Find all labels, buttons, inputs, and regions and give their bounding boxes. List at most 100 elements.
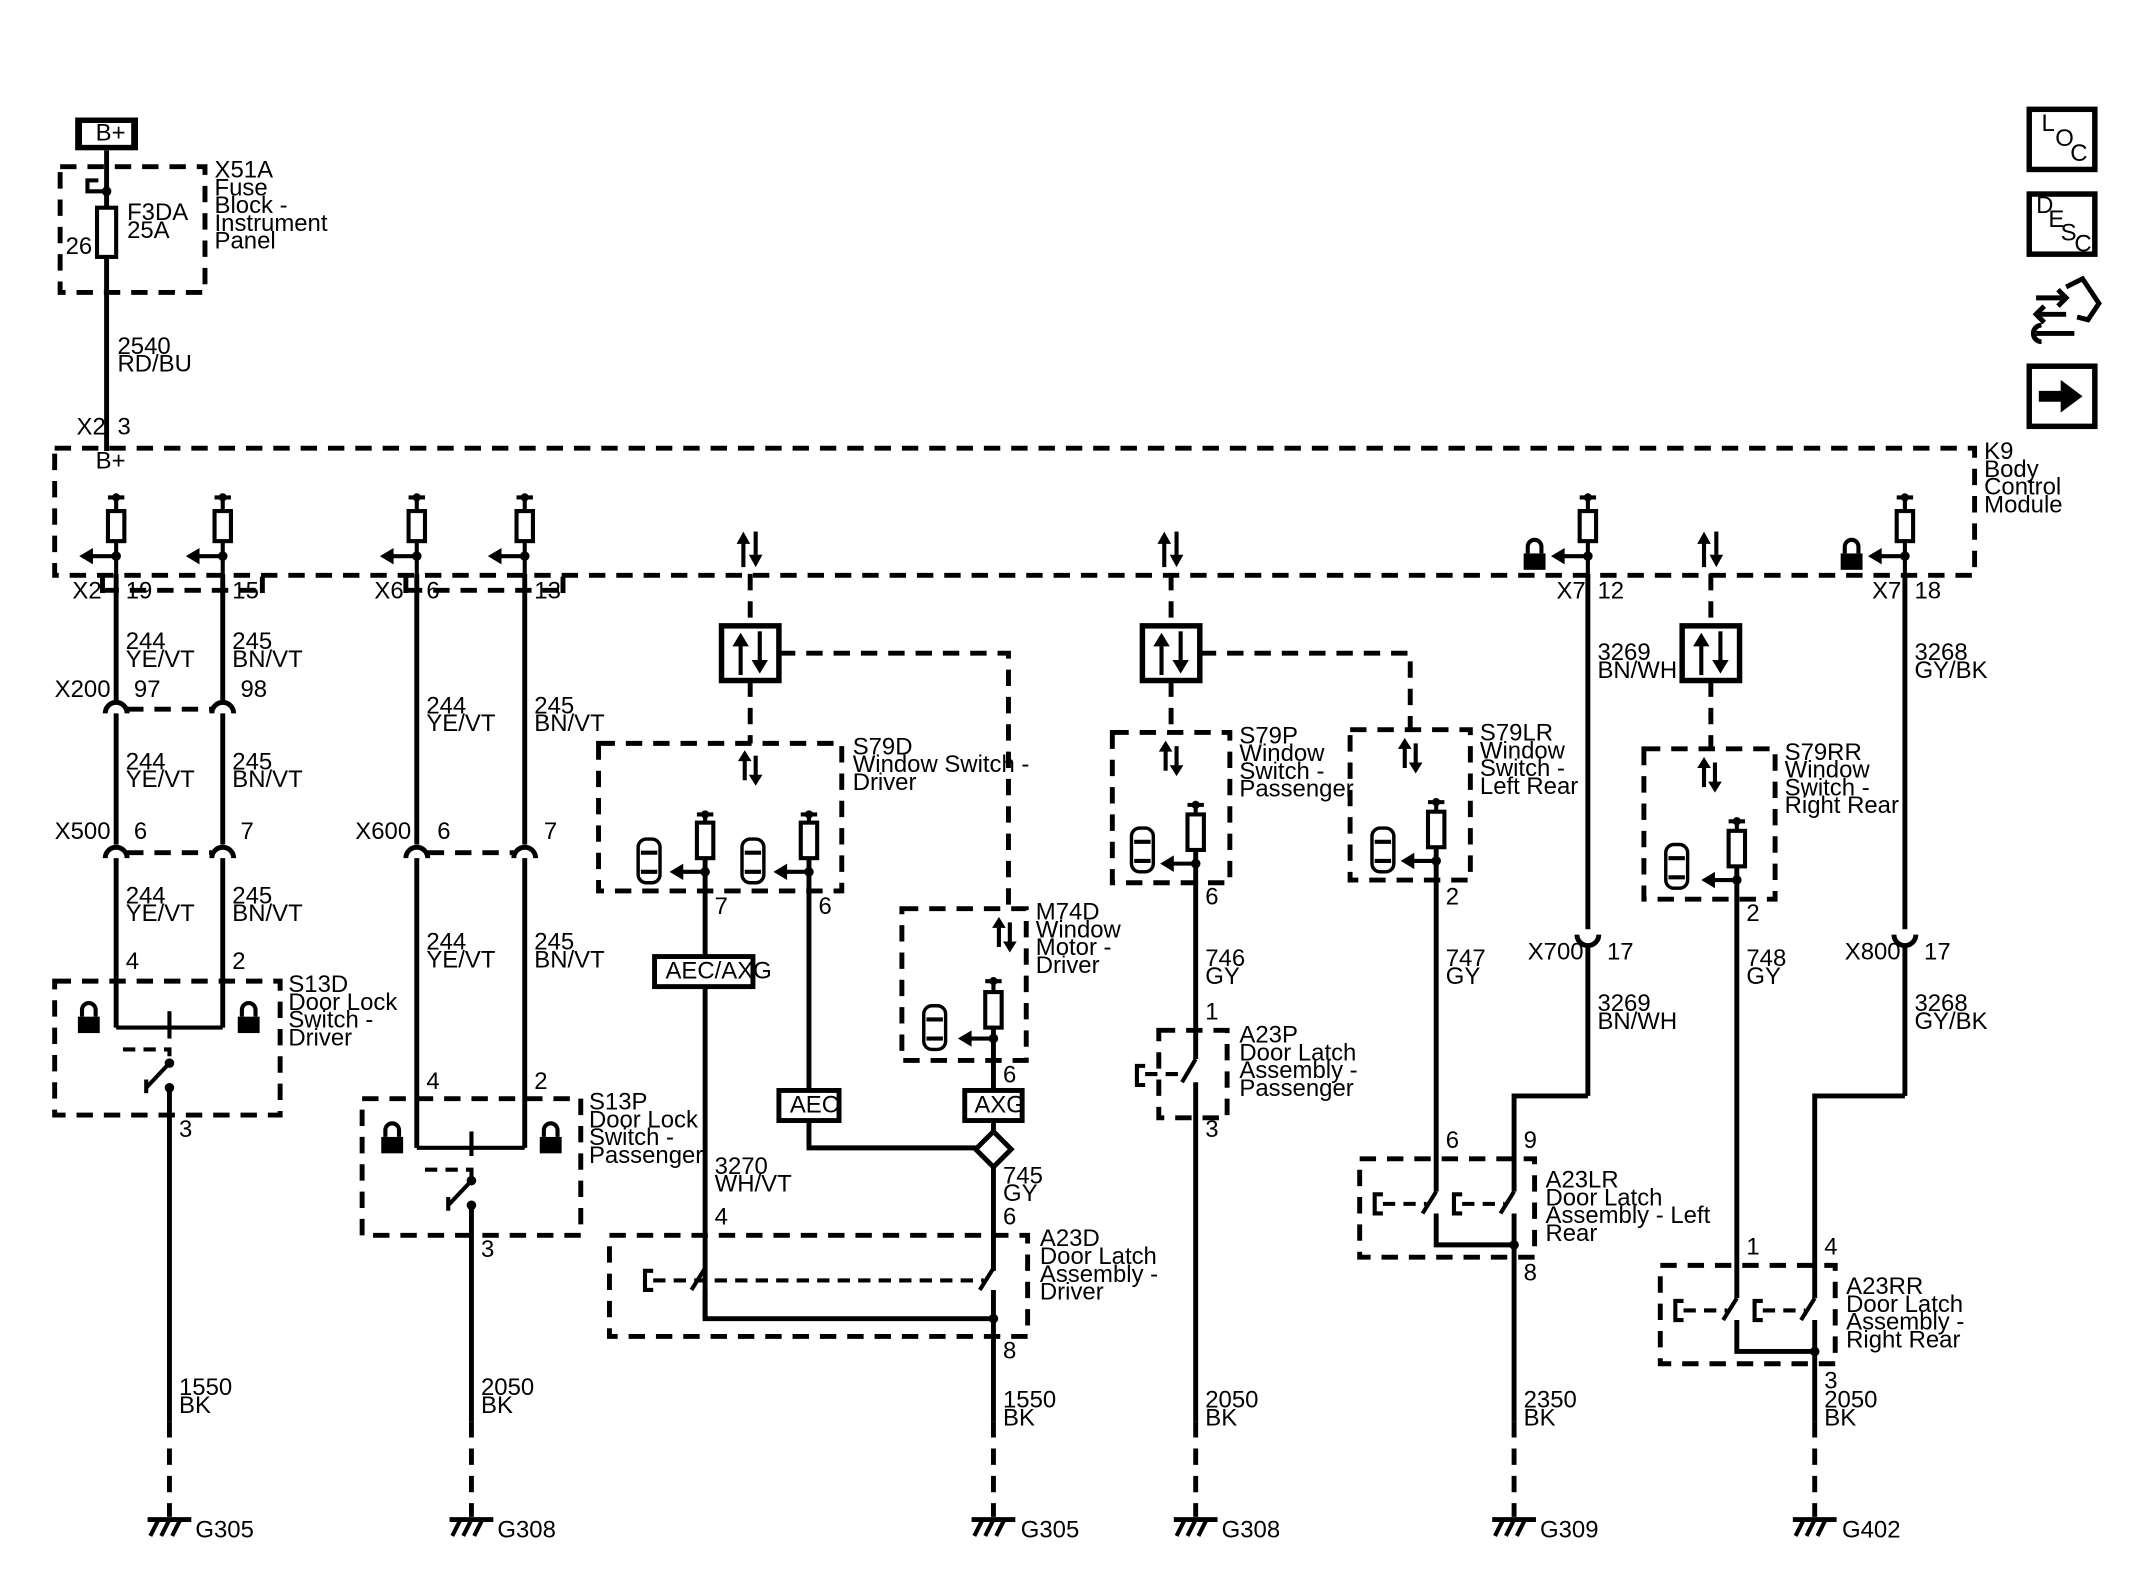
- svg-text:Switch -: Switch -: [1480, 755, 1565, 782]
- svg-text:Assembly -: Assembly -: [1846, 1309, 1964, 1336]
- loc-button[interactable]: L O C: [2026, 106, 2098, 173]
- svg-text:8: 8: [1003, 1337, 1016, 1364]
- serial-data-icon: [737, 750, 763, 786]
- car-window-icon: [636, 837, 662, 885]
- svg-text:Assembly - Left: Assembly - Left: [1546, 1202, 1711, 1229]
- svg-text:6: 6: [1003, 1061, 1016, 1088]
- next-page-button[interactable]: [2026, 363, 2098, 430]
- svg-text:3: 3: [1824, 1367, 1837, 1394]
- feed-wire-color: RD/BU: [118, 351, 192, 378]
- svg-text:Door Latch: Door Latch: [1040, 1243, 1157, 1270]
- s79p-title: S79P Window Switch - Passenger: [1239, 722, 1353, 802]
- svg-text:Right Rear: Right Rear: [1846, 1326, 1960, 1353]
- svg-text:YE/VT: YE/VT: [426, 946, 495, 973]
- bcm-x2-pin-a: 19: [126, 578, 153, 605]
- svg-text:2: 2: [1746, 900, 1759, 927]
- svg-text:244: 244: [426, 692, 466, 719]
- m74d-title: M74D Window Motor - Driver: [1036, 899, 1122, 979]
- svg-text:S79D: S79D: [853, 733, 913, 760]
- bcm-connector: X2: [77, 414, 106, 441]
- desc-button[interactable]: D E S C: [2026, 191, 2098, 257]
- serial-data-icon: [1157, 531, 1184, 568]
- svg-text:S: S: [2061, 220, 2077, 247]
- svg-text:GY: GY: [1003, 1180, 1038, 1207]
- a23rr-title: A23RR Door Latch Assembly - Right Rear: [1846, 1273, 1964, 1353]
- svg-text:Window: Window: [1239, 740, 1325, 767]
- serial-data-icon: [736, 531, 763, 568]
- svg-text:Door Lock: Door Lock: [589, 1106, 698, 1133]
- svg-text:YE/VT: YE/VT: [426, 710, 495, 737]
- s13d-title: S13D Door Lock Switch - Driver: [288, 971, 397, 1051]
- bcm-driver-x7-12: [1550, 493, 1599, 574]
- svg-text:X51A: X51A: [215, 157, 274, 184]
- svg-text:Fuse: Fuse: [215, 174, 268, 201]
- option-aec-axg-label: AEC/AXG: [665, 957, 771, 984]
- option-aec-label: AEC: [790, 1091, 839, 1118]
- svg-text:X800: X800: [1845, 938, 1901, 965]
- lock-icon: [539, 1121, 562, 1154]
- svg-text:Panel: Panel: [215, 228, 276, 255]
- svg-text:X500: X500: [55, 818, 111, 845]
- serial-data-icon: [1397, 737, 1423, 774]
- svg-text:S79P: S79P: [1239, 722, 1297, 749]
- svg-text:Window: Window: [1036, 916, 1122, 943]
- window-switch-module-icon: [718, 623, 782, 684]
- svg-text:A23RR: A23RR: [1846, 1273, 1923, 1300]
- bcm-x6-pin-b: 13: [534, 578, 561, 605]
- svg-text:1550: 1550: [1003, 1386, 1056, 1413]
- fuse-rating: 25A: [127, 217, 170, 244]
- fuse-block-title: X51A Fuse Block - Instrument Panel: [215, 157, 328, 255]
- svg-text:746: 746: [1205, 945, 1245, 972]
- fuse-pin: 26: [66, 233, 93, 260]
- svg-text:Switch -: Switch -: [589, 1124, 674, 1151]
- a23p-outline: [1156, 1027, 1230, 1121]
- serial-data-icon: [1697, 757, 1722, 793]
- svg-text:GY/BK: GY/BK: [1914, 657, 1987, 684]
- svg-text:BK: BK: [1003, 1404, 1035, 1431]
- svg-text:Door Latch: Door Latch: [1846, 1291, 1963, 1318]
- bcm-module-outline: [52, 445, 1978, 578]
- svg-text:3: 3: [1205, 1116, 1218, 1143]
- svg-text:2050: 2050: [1205, 1386, 1258, 1413]
- car-window-icon: [1129, 826, 1156, 874]
- svg-text:O: O: [2055, 125, 2074, 152]
- bcm-title: K9 Body Control Module: [1984, 438, 2062, 518]
- serial-data-icon: [992, 916, 1017, 953]
- svg-text:245: 245: [232, 628, 272, 655]
- serial-data-icon: [1697, 531, 1724, 568]
- svg-text:Module: Module: [1984, 491, 2062, 518]
- svg-text:2050: 2050: [481, 1374, 534, 1401]
- svg-text:244: 244: [126, 748, 166, 775]
- car-window-icon: [740, 837, 766, 885]
- svg-text:245: 245: [232, 748, 272, 775]
- svg-text:A23D: A23D: [1040, 1225, 1100, 1252]
- svg-text:A23LR: A23LR: [1546, 1166, 1619, 1193]
- a23lr-outline: [1357, 1156, 1538, 1260]
- svg-text:3268: 3268: [1914, 639, 1967, 666]
- bcm-driver-19: [79, 493, 127, 574]
- svg-text:3269: 3269: [1597, 639, 1650, 666]
- svg-text:S13P: S13P: [589, 1089, 647, 1116]
- svg-text:E: E: [2048, 206, 2064, 233]
- svg-text:3: 3: [179, 1116, 192, 1143]
- svg-text:BN/VT: BN/VT: [232, 646, 303, 673]
- window-switch-module-icon: [1139, 623, 1203, 684]
- bcm-x7-pin-18: 18: [1914, 578, 1941, 605]
- svg-text:Block -: Block -: [215, 192, 288, 219]
- repair-tools-icon[interactable]: [2030, 275, 2102, 345]
- svg-text:BK: BK: [481, 1392, 513, 1419]
- svg-text:Driver: Driver: [1040, 1279, 1104, 1306]
- svg-text:1: 1: [1205, 998, 1218, 1025]
- svg-text:BN/VT: BN/VT: [232, 900, 303, 927]
- bcm-x7-label-2: X7: [1872, 578, 1901, 605]
- svg-text:Switch -: Switch -: [288, 1007, 373, 1034]
- svg-text:3270: 3270: [715, 1153, 768, 1180]
- svg-text:BK: BK: [1824, 1404, 1856, 1431]
- car-window-icon: [1664, 842, 1690, 890]
- svg-text:Door Lock: Door Lock: [288, 989, 397, 1016]
- svg-text:2350: 2350: [1524, 1386, 1577, 1413]
- svg-text:3: 3: [481, 1236, 494, 1263]
- s13p-title: S13P Door Lock Switch - Passenger: [589, 1089, 703, 1169]
- svg-text:YE/VT: YE/VT: [126, 766, 195, 793]
- svg-text:3269: 3269: [1597, 990, 1650, 1017]
